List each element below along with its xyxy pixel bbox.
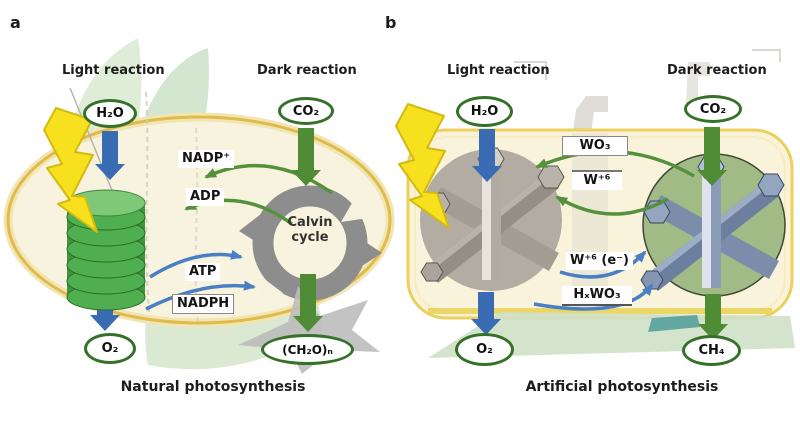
panel-b-letter: b bbox=[385, 13, 397, 32]
dark-reaction-label-a: Dark reaction bbox=[257, 63, 357, 78]
nadp-label: NADP⁺ bbox=[178, 150, 235, 168]
co2-oval-a: CO₂ bbox=[278, 97, 334, 125]
hxwo3-forward-arrow bbox=[533, 283, 654, 311]
wo3-catalyst-sphere bbox=[420, 147, 565, 291]
hxwo3-catalyst-sphere bbox=[640, 153, 786, 297]
atp-label: ATP bbox=[185, 263, 221, 281]
panel-b-graphics bbox=[395, 49, 795, 358]
ch4-oval-b: CH₄ bbox=[682, 335, 741, 366]
w6-return-arrow bbox=[555, 195, 669, 216]
light-reaction-label-a: Light reaction bbox=[62, 63, 165, 78]
nadph-forward-arrow bbox=[145, 280, 256, 311]
nadph-label: NADPH bbox=[172, 294, 235, 314]
atp-forward-arrow bbox=[149, 249, 243, 279]
h2o-down-arrow-b bbox=[472, 129, 502, 182]
pointer-line bbox=[69, 87, 119, 206]
ch4-out-arrow-b bbox=[698, 294, 728, 340]
wo3-label: WO₃ bbox=[562, 136, 628, 156]
w6-label: W⁺⁶ bbox=[572, 170, 622, 190]
caption-b: Artificial photosynthesis bbox=[525, 379, 719, 395]
w6-electron-label: W⁺⁶ (e⁻) bbox=[566, 252, 633, 270]
nadp-return-arrow bbox=[204, 163, 334, 195]
o2-oval-a: O₂ bbox=[84, 333, 136, 364]
light-reaction-label-b: Light reaction bbox=[447, 63, 550, 78]
co2-down-arrow-b bbox=[697, 127, 727, 186]
co2-oval-b: CO₂ bbox=[684, 95, 742, 123]
hxwo3-label: HₓWO₃ bbox=[562, 286, 632, 306]
o2-oval-b: O₂ bbox=[455, 333, 514, 366]
dashed-strand bbox=[145, 91, 150, 313]
caption-a: Natural photosynthesis bbox=[120, 379, 306, 395]
carbohydrate-out-arrow-a bbox=[293, 274, 323, 332]
panel-a-letter: a bbox=[10, 13, 21, 32]
h2o-down-arrow-a bbox=[95, 131, 125, 180]
electron-transfer-arrow bbox=[559, 250, 647, 279]
adp-label: ADP bbox=[186, 188, 225, 206]
dark-reaction-label-b: Dark reaction bbox=[667, 63, 767, 78]
h2o-oval-a: H₂O bbox=[83, 99, 137, 128]
o2-out-arrow-b bbox=[471, 292, 501, 335]
panel-a-graphics bbox=[3, 38, 395, 374]
co2-down-arrow-a bbox=[291, 128, 321, 186]
h2o-oval-b: H₂O bbox=[456, 96, 513, 127]
calvin-cycle-label: Calvin cycle bbox=[287, 215, 333, 245]
carbohydrate-oval-a: (CH₂O)ₙ bbox=[261, 334, 354, 365]
